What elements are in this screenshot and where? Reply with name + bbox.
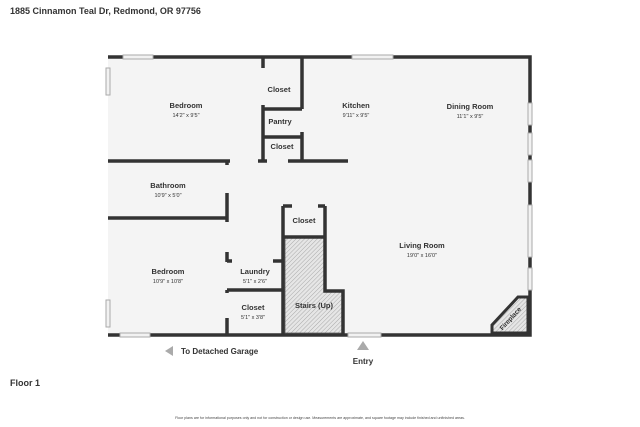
disclaimer: Floor plans are for informational purpos… (175, 416, 465, 420)
pantry-name: Pantry (268, 117, 292, 126)
garage-arrow-icon (165, 346, 173, 356)
address-title: 1885 Cinnamon Teal Dr, Redmond, OR 97756 (10, 6, 201, 16)
living-room-dims: 19'0" x 16'0" (407, 253, 437, 259)
laundry-name: Laundry (240, 267, 270, 276)
dining-room-name: Dining Room (447, 102, 494, 111)
closet-1-name: Closet (268, 85, 291, 94)
living-room-name: Living Room (399, 241, 445, 250)
bedroom-1-dims: 14'2" x 9'5" (172, 113, 199, 119)
bedroom-2-dims: 10'9" x 10'8" (153, 279, 183, 285)
garage-label: To Detached Garage (181, 347, 259, 356)
kitchen-name: Kitchen (342, 101, 370, 110)
bedroom-2-name: Bedroom (152, 267, 185, 276)
bathroom-name: Bathroom (150, 181, 186, 190)
entry-arrow-icon (357, 341, 369, 350)
closet-4-name: Closet (242, 303, 265, 312)
laundry-dims: 5'1" x 2'6" (243, 279, 267, 285)
closet-2-name: Closet (271, 142, 294, 151)
fireplace-hatch (490, 295, 530, 335)
stairs-name: Stairs (Up) (295, 301, 333, 310)
closet-3-name: Closet (293, 216, 316, 225)
kitchen-dims: 9'11" x 9'5" (343, 113, 370, 119)
entry-label: Entry (353, 357, 374, 366)
bedroom-1-name: Bedroom (170, 101, 203, 110)
walls (108, 55, 532, 337)
closet-4-dims: 5'1" x 3'8" (241, 315, 265, 321)
dining-room-dims: 11'1" x 9'5" (457, 114, 484, 120)
windows (105, 54, 533, 338)
floor-label: Floor 1 (10, 378, 41, 388)
bathroom-dims: 10'9" x 5'0" (154, 193, 181, 199)
room-labels: Bedroom 14'2" x 9'5" Closet Pantry Close… (150, 85, 523, 332)
